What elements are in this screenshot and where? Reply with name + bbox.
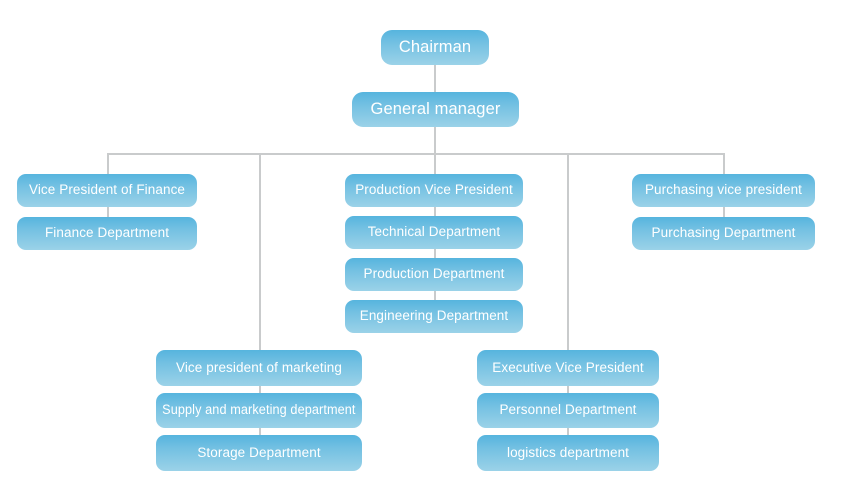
node-finance-department-label: Finance Department <box>44 225 170 241</box>
connector-drop-purchasing <box>723 153 725 174</box>
node-personnel-department[interactable]: Personnel Department <box>477 393 659 428</box>
node-chairman[interactable]: Chairman <box>381 30 489 65</box>
node-vice-president-of-marketing-label: Vice president of marketing <box>175 359 343 375</box>
node-technical-department-label: Technical Department <box>367 224 501 240</box>
connector-general-manager-down <box>434 126 436 154</box>
node-production-department[interactable]: Production Department <box>345 258 523 291</box>
connector-drop-production <box>434 153 436 174</box>
connector-executive-vp-to-personnel <box>567 386 569 396</box>
node-engineering-department-label: Engineering Department <box>359 308 509 324</box>
connector-purchasing-vp-to-dept <box>723 207 725 217</box>
connector-finance-vp-to-dept <box>107 207 109 217</box>
connector-horizontal-bus <box>107 153 724 155</box>
node-storage-department[interactable]: Storage Department <box>156 435 362 471</box>
node-vice-president-of-finance-label: Vice President of Finance <box>28 182 186 198</box>
node-executive-vice-president-label: Executive Vice President <box>492 359 644 375</box>
connector-supply-to-storage <box>259 428 261 438</box>
node-production-vice-president-label: Production Vice President <box>355 182 513 198</box>
node-technical-department[interactable]: Technical Department <box>345 216 523 249</box>
connector-personnel-to-logistics <box>567 428 569 438</box>
connector-drop-finance <box>107 153 109 174</box>
node-vice-president-of-marketing[interactable]: Vice president of marketing <box>156 350 362 386</box>
node-purchasing-vice-president-label: Purchasing vice president <box>644 182 803 198</box>
node-supply-and-marketing-department[interactable]: Supply and marketing department <box>156 393 362 428</box>
node-production-vice-president[interactable]: Production Vice President <box>345 174 523 207</box>
node-logistics-department-label: logistics department <box>506 444 630 460</box>
node-logistics-department[interactable]: logistics department <box>477 435 659 471</box>
node-vice-president-of-finance[interactable]: Vice President of Finance <box>17 174 197 207</box>
node-finance-department[interactable]: Finance Department <box>17 217 197 250</box>
node-general-manager-label: General manager <box>370 100 501 119</box>
connector-drop-executive <box>567 153 569 353</box>
connector-production-vp-to-technical <box>434 207 436 217</box>
node-general-manager[interactable]: General manager <box>352 92 519 127</box>
connector-chairman-to-general-manager <box>434 65 436 94</box>
node-executive-vice-president[interactable]: Executive Vice President <box>477 350 659 386</box>
node-purchasing-department[interactable]: Purchasing Department <box>632 217 815 250</box>
node-storage-department-label: Storage Department <box>197 444 321 460</box>
node-chairman-label: Chairman <box>398 38 472 57</box>
node-production-department-label: Production Department <box>363 266 505 282</box>
node-purchasing-vice-president[interactable]: Purchasing vice president <box>632 174 815 207</box>
connector-marketing-vp-to-supply <box>259 386 261 396</box>
connector-production-dept-to-engineering <box>434 291 436 301</box>
node-supply-and-marketing-department-label: Supply and marketing department <box>162 402 356 418</box>
node-personnel-department-label: Personnel Department <box>499 402 637 418</box>
node-engineering-department[interactable]: Engineering Department <box>345 300 523 333</box>
node-purchasing-department-label: Purchasing Department <box>651 225 796 241</box>
connector-technical-to-production-dept <box>434 249 436 259</box>
connector-drop-marketing <box>259 153 261 353</box>
